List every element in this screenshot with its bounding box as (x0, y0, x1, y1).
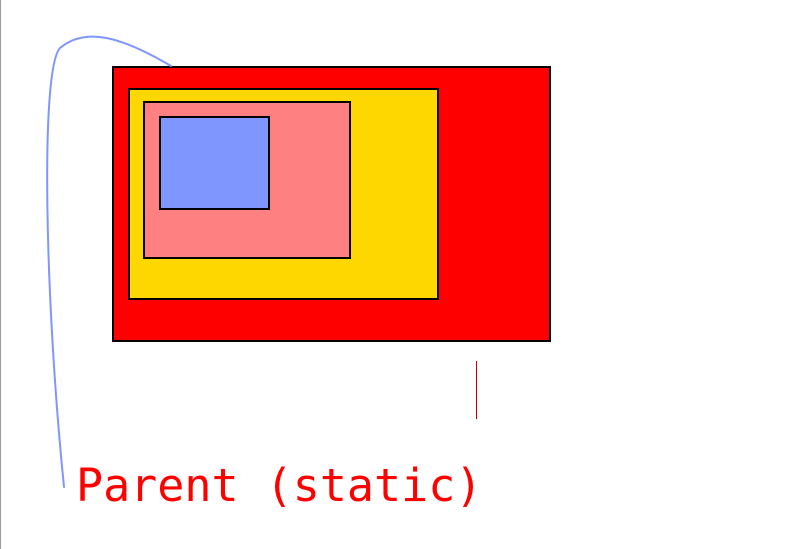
parent-static-label: Parent (static) (76, 459, 483, 512)
innermost-blue-box (159, 116, 270, 210)
vertical-red-tick (476, 361, 477, 419)
left-border-line (0, 0, 1, 549)
